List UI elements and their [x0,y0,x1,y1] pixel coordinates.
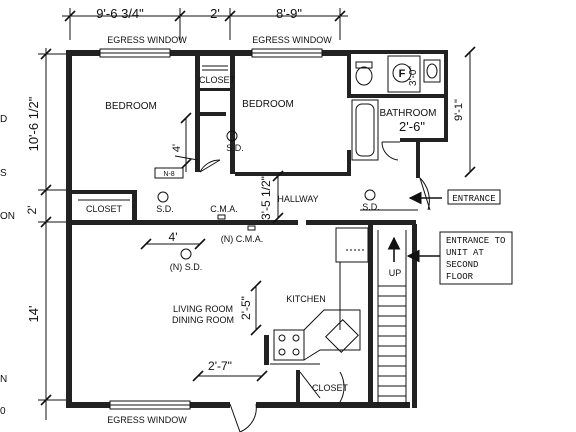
sd-label-hallway: S.D. [362,202,380,212]
cma-label: C.M.A. [210,204,238,214]
sd-label-bedroom: S.D. [226,143,244,153]
dim-bath-width: 2'-6" [399,119,425,134]
room-closet-top: CLOSET [199,75,236,85]
closet-details [78,65,228,201]
edge-fragment: D [0,114,7,125]
dim-living-wall: 4' [169,230,178,244]
entrance-label: ENTRANCE [452,194,495,204]
room-closet-left: CLOSET [86,204,123,214]
dim-left-lower: 14' [26,306,41,323]
wall-right-kitchen [368,224,373,404]
dim-shower: 3'-0" [408,66,419,86]
edge-fragment: 0 [0,406,6,417]
bathtub [351,99,379,161]
top-dimension-line: 9'-6 3/4" 2' 8'-9" [62,6,348,40]
stove-icon [273,329,305,361]
dim-closet-wall: 4' [171,144,183,152]
detectors: S.D. S.D. S.D. (N) S.D. C.M.A. (N) C.M.A… [154,130,380,272]
dim-left-mid: 2' [25,206,39,215]
room-living: LIVING ROOM [173,304,233,314]
wall-left [66,50,72,408]
doors [229,177,431,432]
room-closet-bottom: CLOSET [312,383,349,393]
dim-left-upper: 10'-6 1/2" [26,96,41,151]
fan-label: F [399,68,406,80]
dim-top-mid: 2' [210,6,220,21]
left-dimension-line: 10'-6 1/2" 2' 14' [25,48,70,420]
cma-icon [217,214,226,220]
dim-hallway-width: 3'-5 1/2" [259,176,273,220]
smoke-detector-icon [226,130,238,142]
edge-fragments: D S ON N 0 [0,114,15,417]
smoke-detector-icon [157,191,169,203]
room-bedroom-right: BEDROOM [242,99,294,110]
upper-entrance-box [439,231,513,285]
dim-top-left: 9'-6 3/4" [96,6,144,21]
upper-entrance-line-4: FLOOR [446,272,474,282]
room-dining: DINING ROOM [172,315,234,325]
smoke-detector-icon [364,189,376,201]
upper-entrance-callout: ENTRANCE TO UNIT AT SECOND FLOOR [406,231,513,285]
dim-kitchen-floor: 2'-7" [208,359,232,373]
room-kitchen: KITCHEN [286,294,326,304]
sink-icon [423,59,441,83]
room-bedroom-left: BEDROOM [105,101,157,112]
kitchen [270,227,369,365]
bath-door [381,141,400,161]
entrance-callout: ENTRANCE [408,189,501,205]
wall-top [66,50,348,56]
room-labels: BEDROOM BEDROOM CLOSET CLOSET CLOSET HAL… [86,75,349,393]
dim-bath-right: 9'-1" [453,99,465,121]
upper-entrance-line-1: ENTRANCE TO [446,236,505,246]
wall-bottom-right [256,402,410,408]
egress-windows: EGRESS WINDOW EGRESS WINDOW EGRESS WINDO… [99,35,332,425]
stairs: UP [377,230,407,404]
upper-entrance-line-2: UNIT AT [446,248,484,258]
n8-tag: N-8 [163,171,174,178]
edge-fragment: N [0,374,7,385]
edge-fragment: S [0,168,7,179]
bathroom-fixtures: F 3'-0" BATHROOM 2'-6" 9'-1" [351,46,476,178]
egress-window-top-left: EGRESS WINDOW [107,35,187,45]
cma-new-label: (N) C.M.A. [221,234,264,244]
upper-entrance-line-3: SECOND [446,260,478,270]
wall-bath-outer-top [348,50,448,54]
fan-marker [392,63,412,83]
cma-new-icon [247,225,256,231]
interior-walls [72,54,448,404]
edge-fragment: ON [0,211,15,222]
entrance-box [447,189,501,205]
egress-window-top-right: EGRESS WINDOW [252,35,332,45]
room-bathroom: BATHROOM [379,108,436,119]
interior-dimensions: 4' 3'-5 1/2" 4' 2'-5" 2'-7" [140,112,284,382]
toilet-tank [355,61,373,69]
stair-up-label: UP [389,268,402,278]
dim-top-right: 8'-9" [276,6,302,21]
toilet-icon [355,66,373,86]
wall-stair-right [412,224,417,408]
sd-label-new: (N) S.D. [170,262,203,272]
room-hallway: HALLWAY [277,194,318,204]
egress-window-bottom: EGRESS WINDOW [107,415,187,425]
smoke-detector-icon [180,248,192,260]
sd-label-closet: S.D. [156,204,174,214]
sink-icon [325,319,359,353]
dim-kitchen-counter: 2'-5" [239,296,253,320]
